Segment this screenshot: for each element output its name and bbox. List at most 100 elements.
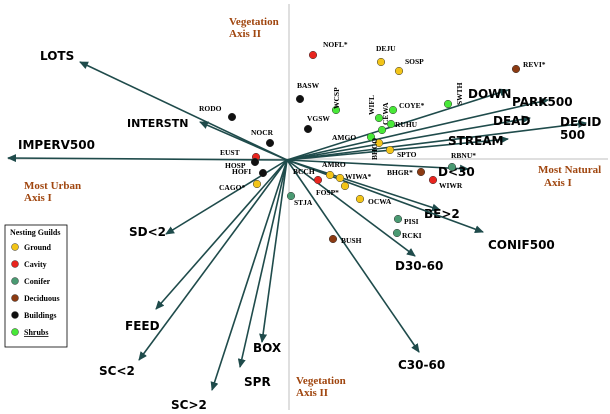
species-label-sosp: SOSP	[405, 57, 424, 66]
species-label-bhgr: BHGR*	[387, 168, 413, 177]
species-point-ruhu	[386, 119, 396, 129]
vector-arrow-park500	[286, 97, 549, 161]
species-point-bhco	[374, 138, 384, 148]
species-point-cewa	[377, 125, 387, 135]
species-label-rbnu: RBNU*	[451, 151, 476, 160]
legend-label-ground: Ground	[24, 243, 52, 252]
vector-arrow-sd-2	[165, 159, 288, 235]
axis-label-top: Vegetation Axis II	[229, 16, 279, 40]
vector-arrow-imperv500	[7, 154, 288, 163]
species-label-nofl: NOFL*	[323, 40, 348, 49]
species-point-wcsp	[331, 105, 341, 115]
species-point-amgo	[366, 132, 376, 142]
species-label-stja: STJA	[294, 198, 313, 207]
vector-label-dead: DEAD	[493, 114, 530, 128]
species-label-hosp: HOSP	[225, 161, 246, 170]
species-point-hosp	[250, 157, 260, 167]
species-point-rbnu	[447, 162, 457, 172]
species-points: NOFL* DEJU SOSP REVI* BASW WCSP WIFL COYE* SWTH C…	[199, 40, 546, 245]
species-point-hofi	[258, 168, 268, 178]
vector-arrow-lots	[79, 61, 288, 161]
legend-label-buildings: Buildings	[24, 311, 56, 320]
species-point-rcki	[392, 228, 402, 238]
species-label-amgo: AMGO	[332, 133, 356, 142]
species-point-amro	[325, 170, 335, 180]
species-point-wiwa	[335, 173, 345, 183]
species-point-cago	[252, 179, 262, 189]
vector-arrow-c30-60	[286, 159, 420, 353]
species-label-vgsw: VGSW	[307, 114, 330, 123]
species-point-nocr	[265, 138, 275, 148]
vector-label-park500: PARK500	[512, 95, 573, 109]
species-label-basw: BASW	[297, 81, 320, 90]
species-label-ocwa: OCWA	[368, 197, 392, 206]
vector-label-lots: LOTS	[40, 49, 74, 63]
axis-label-top-line1: Vegetation	[229, 16, 279, 28]
vector-arrow-stream	[286, 135, 509, 161]
species-label-wiwr: WIWR	[439, 181, 463, 190]
species-label-spto: SPTO	[397, 150, 417, 159]
species-label-bush: BUSH	[341, 236, 362, 245]
axis-label-bottom-line1: Vegetation	[296, 375, 346, 387]
legend-swatch-buildings	[11, 311, 19, 319]
species-label-deju: DEJU	[376, 44, 396, 53]
species-point-wifl	[374, 113, 384, 123]
species-point-rodo	[227, 112, 237, 122]
legend-label-cavity: Cavity	[24, 260, 47, 269]
species-label-wiwa: WIWA*	[345, 172, 372, 181]
species-point-vgsw	[303, 124, 313, 134]
species-point-bush	[328, 234, 338, 244]
legend-swatch-ground	[11, 243, 19, 251]
vector-label-interstn: INTERSTN	[127, 117, 188, 130]
species-label-rodo: RODO	[199, 104, 222, 113]
species-point-deju	[376, 57, 386, 67]
legend-items: GroundCavityConiferDeciduousBuildingsShr…	[11, 243, 60, 337]
species-point-nofl	[308, 50, 318, 60]
species-point-fosp	[340, 181, 350, 191]
vector-arrow-feed	[155, 159, 288, 310]
species-point-bcch	[313, 175, 323, 185]
species-label-wifl: WIFL	[367, 95, 376, 115]
vector-arrow-d30-60	[286, 159, 416, 257]
species-label-revi: REVI*	[523, 60, 546, 69]
legend-swatch-conifer	[11, 277, 19, 285]
vector-label-d30-60: D30-60	[395, 259, 443, 273]
legend-label-shrubs: Shrubs	[24, 328, 48, 337]
vector-label-box: BOX	[253, 341, 282, 355]
species-label-nocr: NOCR	[251, 128, 274, 137]
vector-label-imperv500: IMPERV500	[18, 138, 95, 152]
species-label-cewa: CEWA	[381, 102, 390, 125]
species-point-wiwr	[428, 175, 438, 185]
vector-arrow-interstn	[199, 121, 288, 161]
legend: Nesting Guilds GroundCavityConiferDecidu…	[4, 224, 68, 348]
species-point-stja	[286, 191, 296, 201]
species-label-swth: SWTH	[455, 82, 464, 105]
axis-label-left-line1: Most Urban	[24, 180, 81, 192]
legend-swatch-shrubs	[11, 328, 19, 336]
vector-label-be-2: BE>2	[424, 207, 460, 221]
vector-arrow-box	[259, 159, 288, 343]
legend-swatch-cavity	[11, 260, 19, 268]
vector-label-stream: STREAM	[448, 134, 504, 148]
species-label-fosp: FOSP*	[316, 188, 339, 197]
vector-arrow-down	[286, 88, 509, 161]
vector-label-c30-60: C30-60	[398, 358, 445, 372]
vector-arrow-dead	[286, 115, 531, 161]
vector-label-sc-2: SC>2	[171, 398, 207, 412]
species-label-coye: COYE*	[399, 101, 425, 110]
species-point-bhgr	[416, 167, 426, 177]
vector-arrow-conif500	[286, 159, 484, 233]
axis-label-left: Most Urban Axis I	[24, 180, 81, 204]
axis-label-bottom: Vegetation Axis II	[296, 375, 346, 399]
vector-label-spr: SPR	[244, 375, 271, 389]
legend-title: Nesting Guilds	[10, 228, 60, 237]
vector-label-sc-2: SC<2	[99, 364, 135, 378]
species-label-pisi: PISI	[404, 217, 419, 226]
species-label-cago: CAGO*	[219, 183, 246, 192]
species-label-wcsp: WCSP	[332, 87, 341, 109]
axis-label-right-line2: Axis I	[544, 177, 572, 189]
vector-label-conif500: CONIF500	[488, 238, 555, 252]
